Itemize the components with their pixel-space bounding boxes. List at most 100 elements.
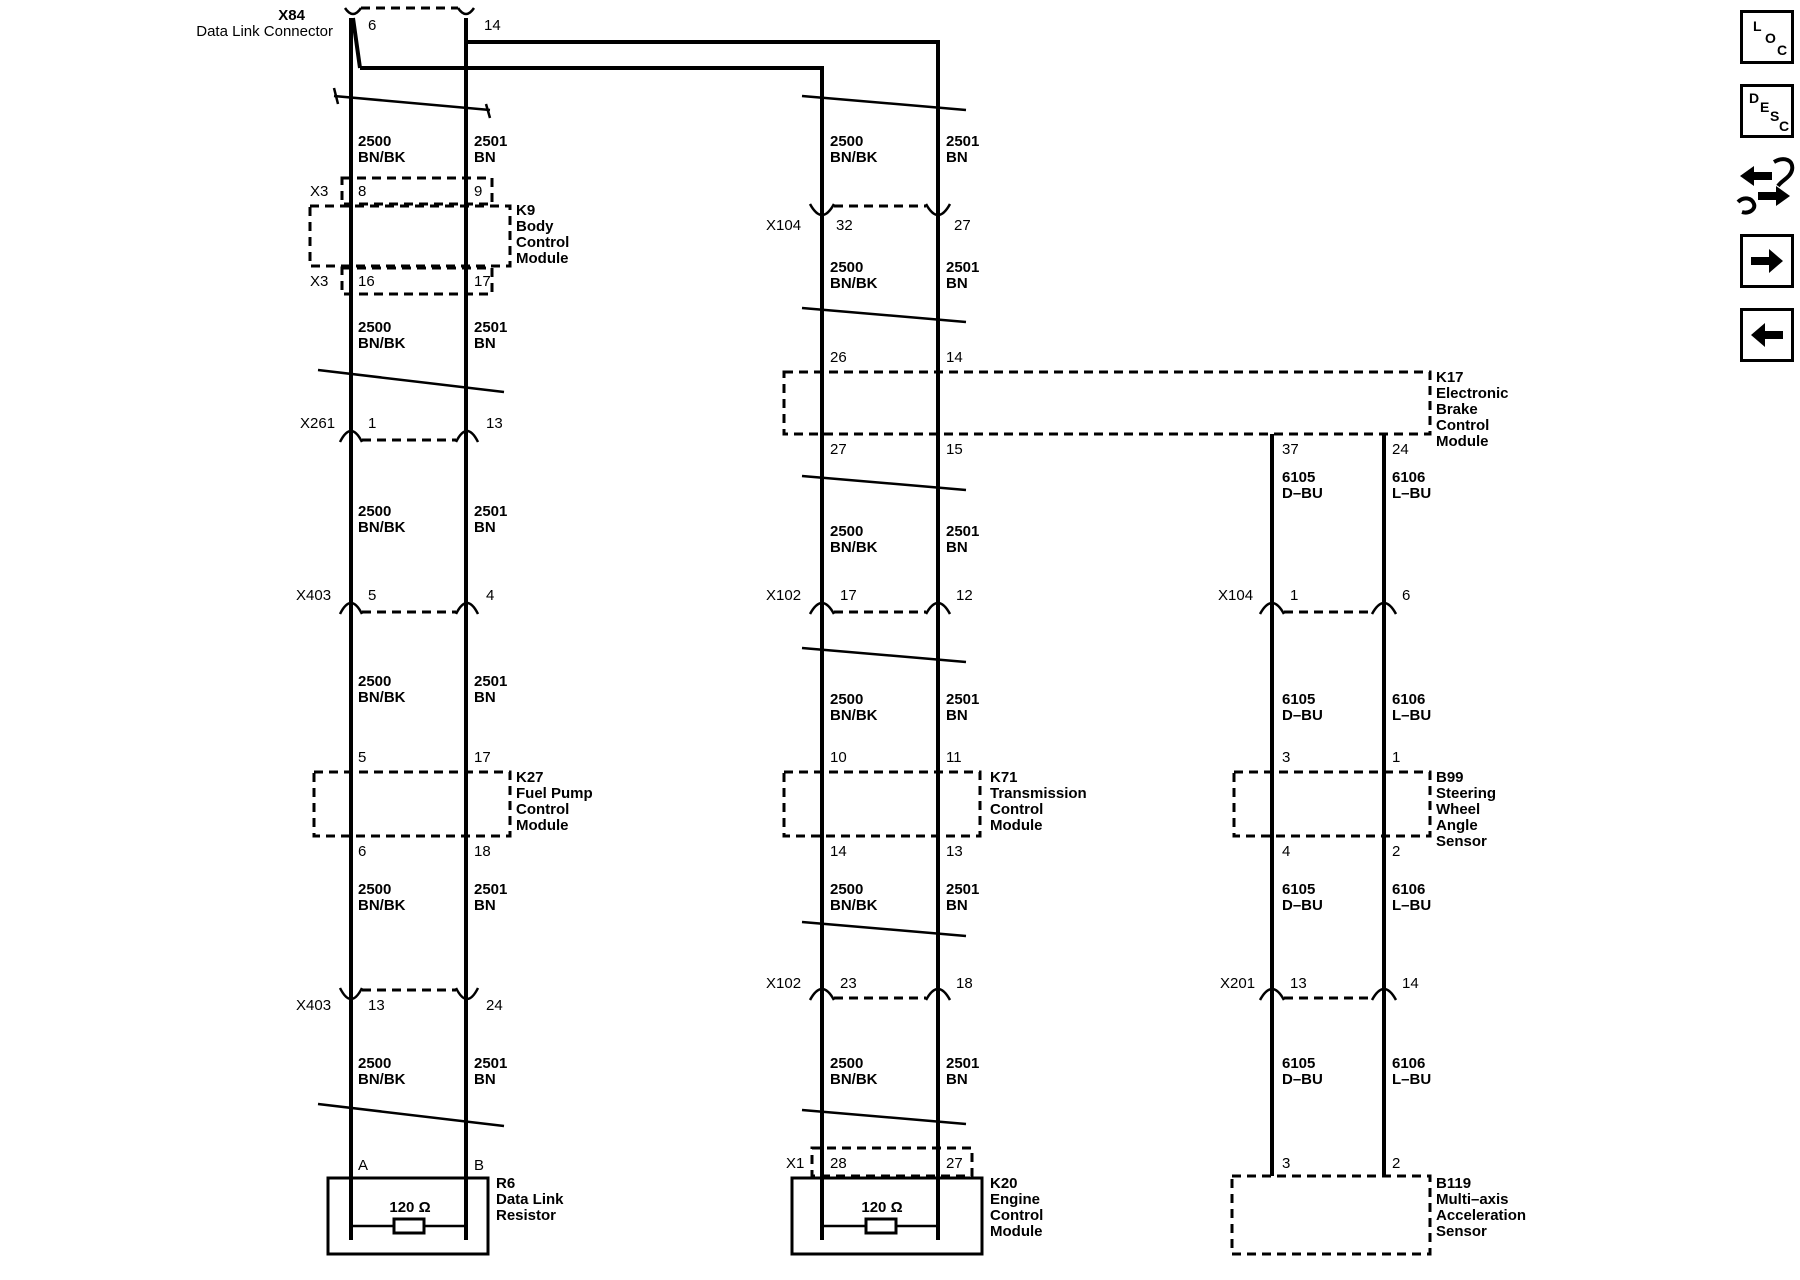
connector-x102-lower-symbol xyxy=(808,987,952,1001)
connector-ref: X201 xyxy=(1220,975,1255,992)
module-r6-box[interactable] xyxy=(326,1176,490,1256)
circuit-number: 2501 xyxy=(474,1055,507,1072)
connector-ref: X104 xyxy=(766,217,801,234)
module-ref: K17 xyxy=(1436,369,1464,386)
twist-mark xyxy=(484,103,492,119)
previous-button[interactable] xyxy=(1740,308,1794,362)
module-label: Control xyxy=(516,801,569,818)
module-ref: R6 xyxy=(496,1175,515,1192)
wire-color: BN/BK xyxy=(830,149,878,166)
circuit-number: 2501 xyxy=(474,881,507,898)
wire-color: D–BU xyxy=(1282,707,1323,724)
pin-number: 16 xyxy=(358,273,375,290)
pin-number: 10 xyxy=(830,749,847,766)
wire-color: BN/BK xyxy=(358,689,406,706)
dlc-pin-b: 14 xyxy=(484,17,501,34)
module-k17-box[interactable] xyxy=(782,370,1432,436)
pin-number: 5 xyxy=(358,749,366,766)
circuit-number: 2500 xyxy=(830,133,863,150)
module-b119-box[interactable] xyxy=(1230,1174,1432,1256)
connector-x102-symbol xyxy=(808,601,952,615)
connector-x403-lower-symbol xyxy=(338,987,480,1001)
wire-color: BN xyxy=(946,897,968,914)
wire-color: BN/BK xyxy=(358,1071,406,1088)
dlc-connector[interactable]: X84 Data Link Connector 6 14 xyxy=(196,6,501,40)
connector-x3-bottom xyxy=(340,266,494,296)
wire-color: BN xyxy=(946,1071,968,1088)
module-k20-box[interactable] xyxy=(790,1176,984,1256)
wire-color: BN/BK xyxy=(358,519,406,536)
circuit-number: 6106 xyxy=(1392,469,1425,486)
module-label: Brake xyxy=(1436,401,1478,418)
pin-number: 8 xyxy=(358,183,366,200)
pin-number: 11 xyxy=(946,749,962,766)
pin-number: 15 xyxy=(946,441,963,458)
loc-letter-c: C xyxy=(1777,42,1788,58)
description-button[interactable]: D E S C xyxy=(1740,84,1794,138)
circuit-number: 2500 xyxy=(358,881,391,898)
pin-number: 17 xyxy=(474,273,491,290)
module-label: Steering xyxy=(1436,785,1496,802)
dlc-pin-a: 6 xyxy=(368,17,376,34)
module-ref: K27 xyxy=(516,769,544,786)
circuit-number: 6105 xyxy=(1282,881,1315,898)
dlc-pin-b-symbol xyxy=(456,7,476,16)
dlc-pin-a-symbol xyxy=(343,7,363,16)
twist-mark xyxy=(801,1108,967,1126)
module-label: Acceleration xyxy=(1436,1207,1526,1224)
wire-color: BN/BK xyxy=(830,1071,878,1088)
pin-number: 4 xyxy=(486,587,494,604)
next-button[interactable] xyxy=(1740,234,1794,288)
pin-number: 6 xyxy=(358,843,366,860)
circuit-number: 2501 xyxy=(946,133,979,150)
module-k9-box[interactable] xyxy=(308,204,512,268)
resistor-symbol xyxy=(864,1217,898,1235)
circuit-number: 2500 xyxy=(358,1055,391,1072)
twist-mark xyxy=(801,474,967,492)
connector-ref: X102 xyxy=(766,975,801,992)
dlc-ref: X84 xyxy=(278,7,305,24)
wire-color: BN xyxy=(946,275,968,292)
pin-number: 3 xyxy=(1282,1155,1290,1172)
pin-number: 24 xyxy=(1392,441,1409,458)
wire-2500-left xyxy=(349,17,362,1240)
circuit-number: 6106 xyxy=(1392,1055,1425,1072)
twist-mark xyxy=(317,368,505,394)
pin-number: 27 xyxy=(830,441,847,458)
module-k27-box[interactable] xyxy=(312,770,512,838)
circuit-number: 2500 xyxy=(830,523,863,540)
pin-number: 2 xyxy=(1392,843,1400,860)
circuit-number: 2500 xyxy=(358,503,391,520)
pin-number: 1 xyxy=(368,415,376,432)
pin-number: 27 xyxy=(954,217,971,234)
module-label: Module xyxy=(516,250,569,267)
circuit-number: 2500 xyxy=(830,691,863,708)
circuit-number: 2501 xyxy=(946,881,979,898)
pin-number: 6 xyxy=(1402,587,1410,604)
circuit-number: 2500 xyxy=(830,1055,863,1072)
wire-color: BN/BK xyxy=(358,149,406,166)
wire-color: BN/BK xyxy=(830,707,878,724)
wire-color: L–BU xyxy=(1392,1071,1431,1088)
wire-color: D–BU xyxy=(1282,1071,1323,1088)
module-ref: B99 xyxy=(1436,769,1464,786)
connector-tool-button[interactable] xyxy=(1734,152,1796,218)
module-b99-box[interactable] xyxy=(1232,770,1432,838)
circuit-number: 2501 xyxy=(474,503,507,520)
pin-number: 17 xyxy=(840,587,857,604)
location-button[interactable]: L O C xyxy=(1740,10,1794,64)
loc-letter-l: L xyxy=(1753,18,1762,34)
pin-number: 32 xyxy=(836,217,853,234)
wire-color: L–BU xyxy=(1392,485,1431,502)
wire-color: BN/BK xyxy=(830,897,878,914)
wire-2501-to-center xyxy=(466,40,940,210)
arrow-right-icon xyxy=(1751,249,1783,273)
pin-number: 18 xyxy=(474,843,491,860)
pin-number: 13 xyxy=(946,843,963,860)
wire-color: BN xyxy=(474,897,496,914)
wire-color: BN xyxy=(474,1071,496,1088)
connector-x3-top xyxy=(340,176,494,206)
connector-x1 xyxy=(810,1146,974,1178)
module-k71-box[interactable] xyxy=(782,770,982,838)
